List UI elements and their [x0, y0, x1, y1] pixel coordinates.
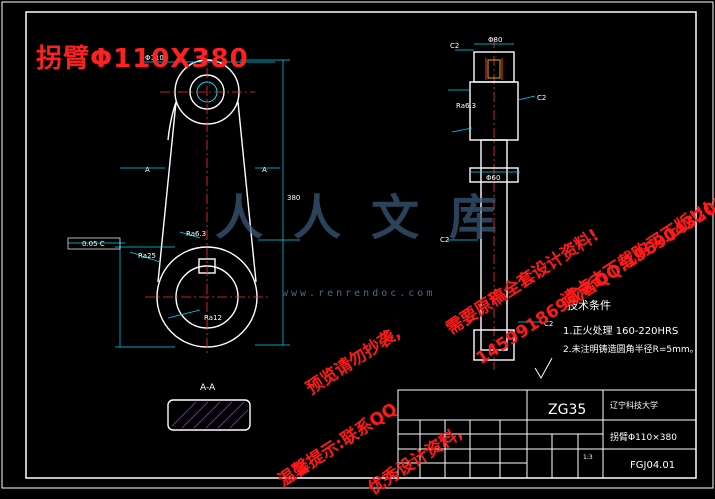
roughness-symbol — [534, 357, 553, 380]
chamfer-3: C2 — [440, 236, 449, 244]
side-view — [469, 51, 519, 361]
title-block-text: ZG35 辽宁科技大学 拐臂Φ110×380 FGJ04.01 1:3 — [548, 400, 677, 471]
dimension-lines — [67, 59, 300, 348]
tech-item-2: 2.未注明铸造圆角半径R=5mm。 — [563, 345, 699, 355]
dim-phi60: Φ60 — [486, 174, 500, 182]
drawing-number: FGJ04.01 — [630, 460, 675, 471]
side-dimensions — [448, 43, 540, 323]
watermark-logo: 人人文库 — [215, 190, 528, 246]
roughness-3: Ra12 — [204, 314, 222, 322]
title-block — [397, 389, 697, 479]
section-label: A-A — [200, 383, 216, 393]
dim-380: 380 — [287, 194, 300, 202]
roughness-2: Ra25 — [138, 252, 156, 260]
chamfer-4: C2 — [544, 320, 553, 328]
dim-phi110: Φ110 — [145, 54, 164, 62]
cut-label-right: A — [262, 166, 267, 174]
tech-title: 技术条件 — [567, 299, 611, 312]
material: ZG35 — [548, 402, 586, 418]
chamfer-1: C2 — [450, 42, 459, 50]
inner-frame — [25, 11, 697, 479]
side-labels: C2 C2 C2 C2 Ra6.3 Φ80 Φ60 — [440, 36, 553, 328]
school: 辽宁科技大学 — [610, 400, 658, 410]
section-aa — [167, 399, 251, 431]
chamfer-2: C2 — [537, 94, 546, 102]
watermark-site: www.renrendoc.com — [282, 288, 436, 299]
tolerance-frame: 0.05 C — [82, 240, 105, 248]
centerlines — [145, 38, 495, 370]
front-labels: A A 0.05 C Ra6.3 Ra25 Ra12 Φ110 380 — [82, 54, 300, 322]
roughness-1: Ra6.3 — [186, 230, 206, 238]
dim-phi80: Φ80 — [488, 36, 502, 44]
tech-item-1: 1.正火处理 160-220HRS — [563, 326, 679, 337]
outer-frame — [1, 1, 714, 489]
overlay-title: 拐臂Φ110X380 — [36, 44, 249, 74]
scale: 1:3 — [583, 454, 593, 461]
part-name: 拐臂Φ110×380 — [610, 431, 677, 443]
roughness-4: Ra6.3 — [456, 102, 476, 110]
cut-label-left: A — [145, 166, 150, 174]
